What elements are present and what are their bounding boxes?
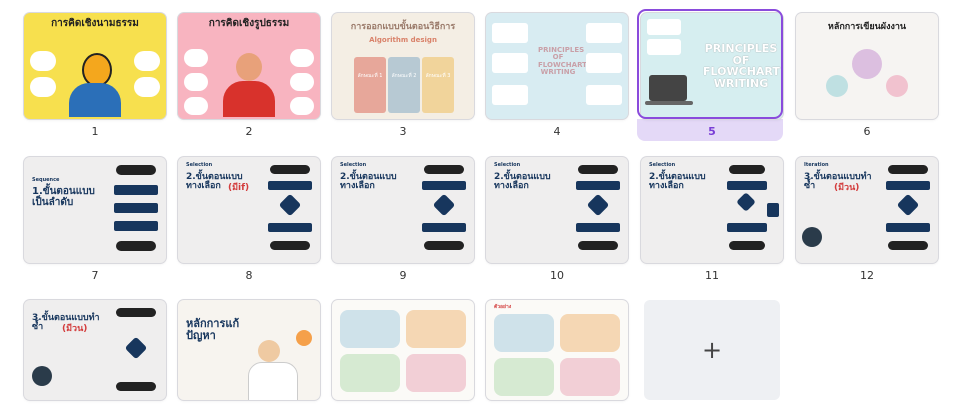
slide-subtitle: Algorithm design <box>369 36 437 44</box>
slide-number: 4 <box>553 125 561 138</box>
slide-title: 3.ขั้นตอนแบบทำซ้ำ <box>804 172 872 192</box>
slide-title: 1.ขั้นตอนแบบเป็นลำดับ <box>32 186 95 208</box>
slide-thumbnail-15[interactable] <box>332 300 474 400</box>
slide-thumbnail-11[interactable]: Selection 2.ขั้นตอนแบบทางเลือก 11 <box>641 157 783 282</box>
slide-thumbnail-16[interactable]: ตัวอย่าง <box>486 300 628 400</box>
slide-number: 8 <box>245 269 253 282</box>
slide-title: 2.ขั้นตอนแบบทางเลือก <box>649 172 706 192</box>
slide-title: 2.ขั้นตอนแบบทางเลือก <box>186 172 243 192</box>
slide-thumbnail-4[interactable]: PRINCIPLES OF FLOWCHART WRITING 4 <box>486 13 628 138</box>
slide-number: 1 <box>91 125 99 138</box>
slide-thumbnail-5[interactable]: PRINCIPLES OF FLOWCHART WRITING 5 <box>637 9 783 141</box>
slide-label: Iteration <box>804 162 829 168</box>
slide-number: 5 <box>708 125 716 138</box>
slide-thumbnail-12[interactable]: Iteration 3.ขั้นตอนแบบทำซ้ำ (มีวน) 12 <box>796 157 938 282</box>
slide-title-accent: (มีif) <box>228 183 250 193</box>
slide-title: หลักการเขียนผังงาน <box>827 22 907 32</box>
slide-label: Sequence <box>32 177 60 183</box>
slide-thumbnail-13[interactable]: 3.ขั้นตอนแบบทำซ้ำ (มีวน) <box>24 300 166 400</box>
slide-title-accent: (มีวน) <box>62 324 88 334</box>
slide-number: 9 <box>399 269 407 282</box>
slide-title: ตัวอย่าง <box>494 304 512 310</box>
slide-number: 6 <box>863 125 871 138</box>
slide-thumbnail-9[interactable]: Selection 2.ขั้นตอนแบบทางเลือก 9 <box>332 157 474 282</box>
slide-number: 2 <box>245 125 253 138</box>
slide-title: PRINCIPLES OF FLOWCHART WRITING <box>538 46 587 77</box>
slide-title: การคิดเชิงนามธรรม <box>51 18 139 29</box>
slide-thumbnail-1[interactable]: การคิดเชิงนามธรรม 1 <box>24 13 166 138</box>
slide-label: Selection <box>649 162 676 168</box>
slide-thumbnail-7[interactable]: Sequence 1.ขั้นตอนแบบเป็นลำดับ 7 <box>24 157 166 282</box>
add-slide-button[interactable]: + <box>644 300 780 400</box>
slide-title: 3.ขั้นตอนแบบทำซ้ำ <box>32 313 100 333</box>
slide-title: 2.ขั้นตอนแบบทางเลือก <box>494 172 551 192</box>
slide-title: การออกแบบขั้นตอนวิธีการ <box>350 22 456 32</box>
slide-label: Selection <box>340 162 367 168</box>
slide-title: หลักการแก้ปัญหา <box>186 317 240 342</box>
slide-number: 11 <box>705 269 719 282</box>
plus-icon: + <box>701 336 723 364</box>
slide-thumbnail-10[interactable]: Selection 2.ขั้นตอนแบบทางเลือก 10 <box>486 157 628 282</box>
slide-number: 7 <box>91 269 99 282</box>
slide-label: Selection <box>186 162 213 168</box>
column-label: ลักษณะที่ 3 <box>425 73 451 79</box>
slide-thumbnail-14[interactable]: หลักการแก้ปัญหา <box>178 300 320 400</box>
slide-title: PRINCIPLES OF FLOWCHART WRITING <box>703 42 780 90</box>
slide-title: 2.ขั้นตอนแบบทางเลือก <box>340 172 397 192</box>
slide-label: Selection <box>494 162 521 168</box>
slide-thumbnail-6[interactable]: หลักการเขียนผังงาน 6 <box>796 13 938 138</box>
slide-thumbnail-2[interactable]: การคิดเชิงรูปธรรม 2 <box>178 13 320 138</box>
slide-number: 3 <box>399 125 407 138</box>
slide-number: 12 <box>860 269 874 282</box>
slide-title-accent: (มีวน) <box>834 183 860 193</box>
slide-thumbnail-8[interactable]: Selection 2.ขั้นตอนแบบทางเลือก (มีif) 8 <box>178 157 320 282</box>
slide-thumbnail-3[interactable]: การออกแบบขั้นตอนวิธีการ Algorithm design… <box>332 13 474 138</box>
column-label: ลักษณะที่ 2 <box>391 73 417 79</box>
slide-number: 10 <box>550 269 564 282</box>
slide-title: การคิดเชิงรูปธรรม <box>208 18 290 29</box>
column-label: ลักษณะที่ 1 <box>357 73 383 79</box>
